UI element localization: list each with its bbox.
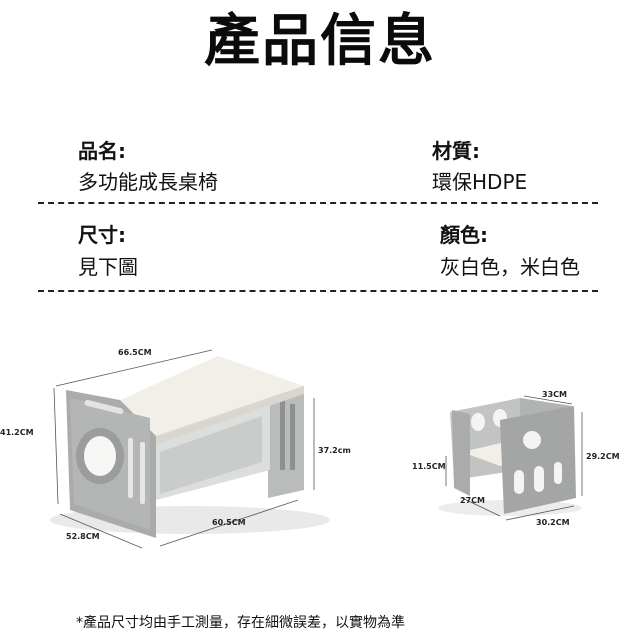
desk-illustration — [50, 349, 330, 549]
color-value: 灰白色，米白色 — [440, 255, 580, 279]
chair-illustration — [438, 395, 583, 521]
divider-bottom — [38, 290, 598, 292]
chair-bottom-width-label: 30.2CM — [536, 518, 570, 527]
material-label: 材質: — [432, 139, 480, 163]
material-value: 環保HDPE — [432, 170, 528, 194]
chair-height-label: 29.2CM — [586, 452, 620, 461]
desk-inner-height-label: 37.2cm — [318, 446, 351, 455]
product-name-value: 多功能成長桌椅 — [78, 170, 218, 194]
chair-top-width-label: 33CM — [542, 390, 567, 399]
size-value: 見下圖 — [78, 255, 138, 279]
chair-depth-label: 27CM — [460, 496, 485, 505]
color-label: 顏色: — [440, 223, 488, 247]
product-name-label: 品名: — [78, 139, 126, 163]
chair-seat-height-label: 11.5CM — [412, 462, 446, 471]
size-label: 尺寸: — [78, 223, 126, 247]
divider-top — [38, 202, 598, 204]
desk-top-width-label: 66.5CM — [118, 348, 152, 357]
desk-bottom-width-label: 60.5CM — [212, 518, 246, 527]
desk-height-label: 41.2CM — [0, 428, 34, 437]
measurement-note: *產品尺寸均由手工測量，存在細微誤差，以實物為準 — [76, 615, 405, 631]
desk-depth-label: 52.8CM — [66, 532, 100, 541]
page-title: 產品信息 — [204, 9, 436, 74]
